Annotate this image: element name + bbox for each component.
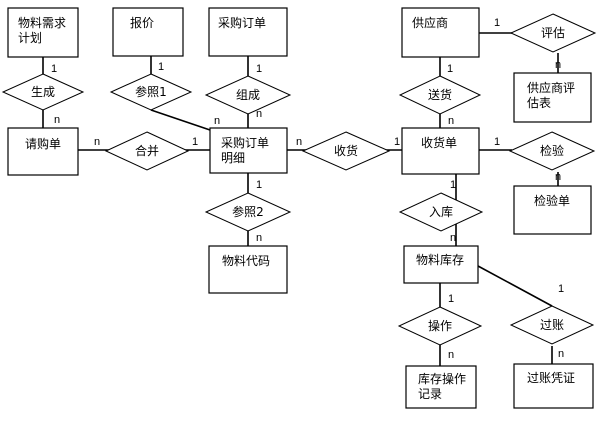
relationship-generate-label: 生成 — [31, 85, 55, 99]
entity-receipt-label: 收货单 — [421, 135, 457, 150]
connector-lines — [42, 32, 559, 368]
cardinality-label: 1 — [51, 63, 57, 75]
cardinality-label: n — [555, 171, 561, 183]
cardinality-label: 1 — [158, 61, 164, 73]
cardinality-label: 1 — [494, 136, 500, 148]
cardinality-label: n — [558, 348, 564, 360]
entity-material-plan: 物料需求计划 — [7, 7, 79, 58]
entity-inspection: 检验单 — [513, 185, 592, 235]
cardinality-label: n — [94, 136, 100, 148]
cardinality-label: 1 — [394, 136, 400, 148]
entity-po-detail-label: 采购订单明细 — [221, 135, 269, 165]
cardinality-label: n — [54, 114, 60, 126]
entity-inventory: 物料库存 — [403, 245, 479, 284]
entity-posting-voucher-label: 过账凭证 — [527, 370, 575, 385]
relationship-merge-label: 合并 — [135, 143, 159, 158]
entity-material-code-label: 物料代码 — [222, 254, 270, 268]
cardinality-label: n — [450, 232, 456, 244]
cardinality-labels: 1 n 1 n 1 n 1 n 1 n n 1 n 1 1 n 1 n 1 n … — [51, 17, 564, 361]
cardinality-label: 1 — [448, 293, 454, 305]
relationship-receive-label: 收货 — [334, 143, 358, 158]
cardinality-label: n — [555, 59, 561, 71]
entity-material-plan-label: 物料需求计划 — [18, 16, 66, 45]
entity-posting-voucher: 过账凭证 — [513, 363, 594, 409]
entity-inventory-log: 库存操作记录 — [405, 365, 477, 409]
relationship-evaluate: 评估 — [509, 13, 597, 53]
relationship-ref2: 参照2 — [204, 192, 292, 232]
entity-purchase-order: 采购订单 — [208, 7, 288, 57]
entity-receipt: 收货单 — [401, 127, 480, 175]
relationship-stock-in-label: 入库 — [429, 204, 453, 219]
relationship-inspect-label: 检验 — [540, 143, 564, 158]
cardinality-label: n — [448, 115, 454, 127]
cardinality-label: 1 — [256, 63, 262, 75]
entity-quote-label: 报价 — [130, 15, 154, 30]
relationship-deliver-label: 送货 — [428, 87, 452, 102]
cardinality-label: n — [448, 349, 454, 361]
relationship-ref1-label: 参照1 — [135, 84, 167, 99]
relationship-post-label: 过账 — [540, 318, 564, 332]
relationship-ref2-label: 参照2 — [232, 204, 264, 219]
entity-supplier: 供应商 — [401, 7, 480, 58]
entity-supplier-label: 供应商 — [412, 15, 448, 30]
relationship-merge: 合并 — [104, 131, 190, 171]
entity-material-code: 物料代码 — [208, 245, 288, 294]
entity-po-detail: 采购订单明细 — [209, 127, 288, 174]
relationship-compose-label: 组成 — [236, 88, 260, 102]
relationship-generate: 生成 — [1, 73, 85, 111]
entity-quote: 报价 — [112, 7, 184, 57]
cardinality-label: 1 — [192, 136, 198, 148]
relationship-operate: 操作 — [397, 306, 483, 346]
entity-inventory-label: 物料库存 — [416, 252, 464, 267]
cardinality-label: n — [296, 136, 302, 148]
entity-supplier-eval: 供应商评估表 — [513, 72, 592, 123]
relationship-operate-label: 操作 — [428, 318, 452, 333]
cardinality-label: n — [214, 115, 220, 127]
cardinality-label: 1 — [494, 17, 500, 29]
relationship-stock-in: 入库 — [398, 192, 484, 232]
cardinality-label: 1 — [450, 179, 456, 191]
entity-requisition: 请购单 — [7, 127, 79, 176]
entity-inspection-label: 检验单 — [534, 193, 570, 208]
relationship-receive: 收货 — [301, 131, 391, 171]
entity-supplier-eval-label: 供应商评估表 — [527, 80, 575, 110]
relationship-post: 过账 — [509, 305, 595, 345]
relationship-evaluate-label: 评估 — [541, 26, 565, 40]
entity-requisition-label: 请购单 — [25, 136, 61, 151]
cardinality-label: n — [256, 232, 262, 244]
relationship-compose: 组成 — [204, 75, 292, 115]
cardinality-label: 1 — [256, 179, 262, 191]
entity-purchase-order-label: 采购订单 — [218, 15, 266, 30]
relationship-inspect: 检验 — [508, 131, 596, 171]
entity-inventory-log-label: 库存操作记录 — [418, 371, 466, 401]
cardinality-label: n — [256, 108, 262, 120]
cardinality-label: 1 — [447, 63, 453, 75]
relationship-ref1: 参照1 — [109, 73, 193, 111]
relationship-deliver: 送货 — [398, 75, 482, 115]
cardinality-label: 1 — [558, 283, 564, 295]
